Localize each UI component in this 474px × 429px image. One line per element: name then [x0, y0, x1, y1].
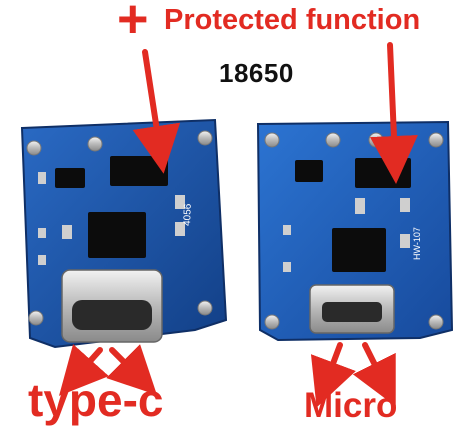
callout-arrows: [59, 42, 418, 408]
plus-callout: +: [117, 0, 149, 49]
type-c-callout: type-c: [28, 374, 164, 426]
svg-text:4056: 4056: [182, 203, 194, 226]
micro-callout: Micro: [304, 386, 398, 425]
protected-function-callout: Protected function: [164, 4, 421, 36]
battery-model-label: 18650: [219, 58, 294, 88]
right-board-micro: HW-107: [256, 120, 454, 342]
svg-text:HW-107: HW-107: [412, 227, 422, 260]
left-board-typec: 4056: [20, 118, 228, 349]
